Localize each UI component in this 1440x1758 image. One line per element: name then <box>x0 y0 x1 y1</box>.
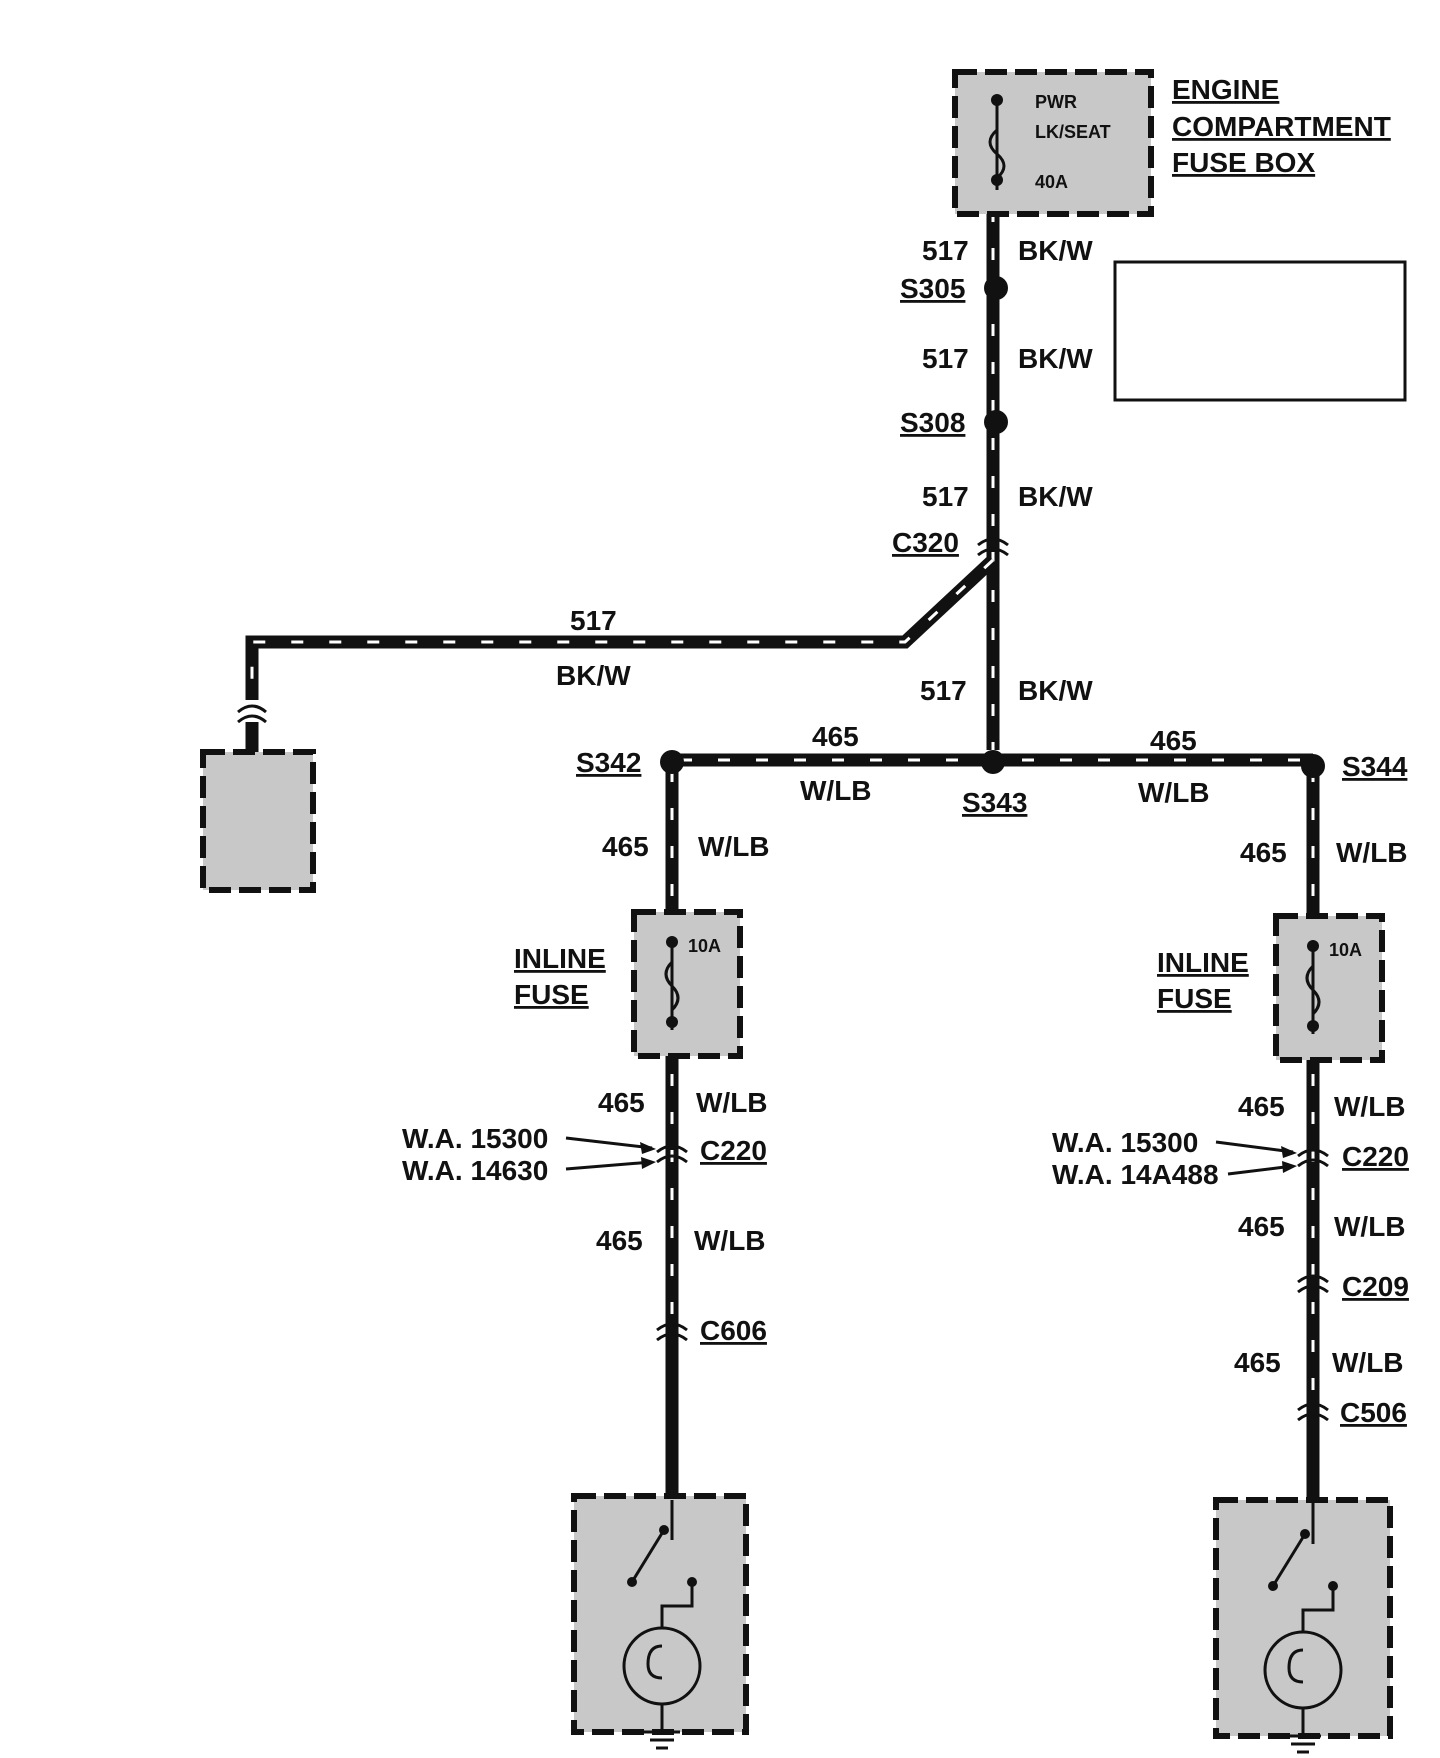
circuit-465-label-l2: 465 <box>1238 1091 1285 1122</box>
color-wlb-label-l1: W/LB <box>1336 837 1408 868</box>
fuse-text-lkseat: LK/SEAT <box>1035 122 1111 142</box>
wa-left-line2: W.A. 14A488 <box>1052 1159 1219 1190</box>
color-wlb-label-r1: W/LB <box>698 831 770 862</box>
right-inline-fuse-rating: 10A <box>688 936 721 956</box>
splice-s308 <box>984 410 1008 434</box>
splice-s305-label: S305 <box>900 273 965 304</box>
splice-s308-label: S308 <box>900 407 965 438</box>
connector-c606 <box>656 1322 688 1342</box>
left-inline-fuse: 10A <box>1273 913 1385 1063</box>
engine-compartment-fuse-box: PWR LK/SEAT 40A <box>952 69 1154 217</box>
fuse-text-40a: 40A <box>1035 172 1068 192</box>
power-distribution-note <box>1113 260 1407 402</box>
engine-fuse-box-title-line1: ENGINE <box>1172 74 1279 105</box>
right-inline-fuse-label-line1: INLINE <box>514 943 606 974</box>
circuit-517-label-1: 517 <box>922 235 969 266</box>
connector-c220-right-label: C220 <box>700 1135 767 1166</box>
wire-517-to-seat-switch <box>245 555 998 700</box>
splice-s305 <box>984 276 1008 300</box>
wa-right-line2: W.A. 14630 <box>402 1155 548 1186</box>
left-inline-fuse-label-line2: FUSE <box>1157 983 1232 1014</box>
connector-c209 <box>1297 1274 1329 1294</box>
right-seat-control-switch <box>200 704 316 893</box>
fuse-symbol-10a-left <box>1305 964 1321 1016</box>
connector-c320-label: C320 <box>892 527 959 558</box>
color-wlb-label-r3: W/LB <box>694 1225 766 1256</box>
right-inline-fuse: 10A <box>631 909 743 1059</box>
left-spotlamp <box>1213 1497 1393 1754</box>
left-inline-fuse-rating: 10A <box>1329 940 1362 960</box>
fuse-text-pwr: PWR <box>1035 92 1077 112</box>
color-wlb-label-l2: W/LB <box>1334 1091 1406 1122</box>
connector-c506 <box>1297 1402 1329 1422</box>
splice-s343-label: S343 <box>962 787 1027 818</box>
color-wlb-label-r2: W/LB <box>696 1087 768 1118</box>
right-spotlamp <box>571 1493 749 1750</box>
right-inline-fuse-label-line2: FUSE <box>514 979 589 1010</box>
circuit-517-label-3: 517 <box>922 481 969 512</box>
color-wlb-label-l4: W/LB <box>1332 1347 1404 1378</box>
connector-c220-left <box>1297 1148 1329 1168</box>
connector-c220-left-label: C220 <box>1342 1141 1409 1172</box>
color-bkw-label-2: BK/W <box>1018 343 1093 374</box>
connector-c320 <box>977 537 1009 557</box>
splice-s342-label: S342 <box>576 747 641 778</box>
circuit-465-label-h2: 465 <box>1150 725 1197 756</box>
color-wlb-label-h1: W/LB <box>800 775 872 806</box>
splice-s342 <box>660 750 684 774</box>
circuit-465-label-r1: 465 <box>602 831 649 862</box>
circuit-465-label-r3: 465 <box>596 1225 643 1256</box>
left-inline-fuse-label-line1: INLINE <box>1157 947 1249 978</box>
color-bkw-label-5: BK/W <box>556 660 631 691</box>
circuit-465-label-r2: 465 <box>598 1087 645 1118</box>
circuit-517-label-4: 517 <box>920 675 967 706</box>
color-wlb-label-l3: W/LB <box>1334 1211 1406 1242</box>
splice-s343 <box>981 750 1005 774</box>
splice-s344-label: S344 <box>1342 751 1408 782</box>
wa-arrows-right <box>565 1136 656 1171</box>
circuit-517-label-5: 517 <box>570 605 617 636</box>
fuse-symbol-40a <box>988 128 1006 180</box>
circuit-465-label-h1: 465 <box>812 721 859 752</box>
circuit-465-label-l4: 465 <box>1234 1347 1281 1378</box>
engine-fuse-box-title-line3: FUSE BOX <box>1172 147 1315 178</box>
color-bkw-label-3: BK/W <box>1018 481 1093 512</box>
circuit-465-label-l3: 465 <box>1238 1211 1285 1242</box>
fuse-symbol-10a-right <box>664 960 680 1012</box>
color-bkw-label-4: BK/W <box>1018 675 1093 706</box>
splice-s344 <box>1301 754 1325 778</box>
circuit-517-label-2: 517 <box>922 343 969 374</box>
connector-c606-label: C606 <box>700 1315 767 1346</box>
engine-fuse-box-title-line2: COMPARTMENT <box>1172 111 1391 142</box>
wa-left-line1: W.A. 15300 <box>1052 1127 1198 1158</box>
circuit-465-label-l1: 465 <box>1240 837 1287 868</box>
color-wlb-label-h2: W/LB <box>1138 777 1210 808</box>
connector-c220-right <box>656 1144 688 1164</box>
wa-right-line1: W.A. 15300 <box>402 1123 548 1154</box>
color-bkw-label-1: BK/W <box>1018 235 1093 266</box>
connector-c209-label: C209 <box>1342 1271 1409 1302</box>
wa-arrows-left <box>1215 1140 1297 1176</box>
connector-c506-label: C506 <box>1340 1397 1407 1428</box>
